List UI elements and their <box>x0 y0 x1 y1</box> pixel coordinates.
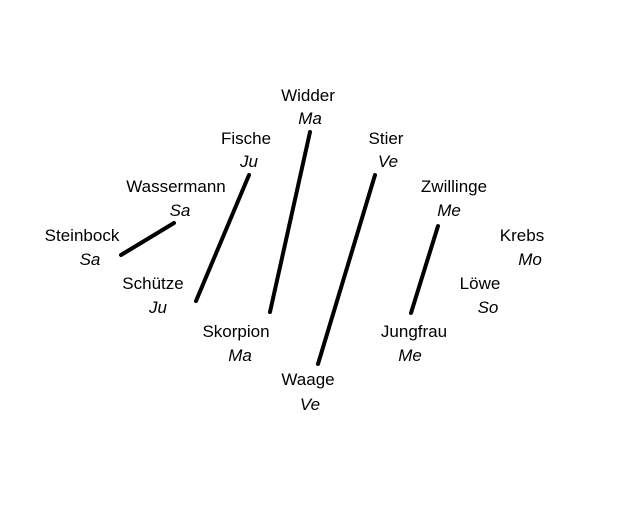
sign-name: Steinbock <box>45 226 120 245</box>
sign-waage: Waage Ve <box>281 370 334 414</box>
sign-name: Zwillinge <box>421 177 487 196</box>
connection-mars <box>268 130 312 314</box>
sign-krebs: Krebs Mo <box>500 226 544 269</box>
connection-lines <box>119 130 440 366</box>
connection-saturn <box>119 221 176 257</box>
sign-fische: Fische Ju <box>221 129 271 171</box>
connection-jupiter <box>194 173 251 303</box>
sign-stier: Stier Ve <box>369 129 404 171</box>
sign-widder: Widder Ma <box>281 86 335 128</box>
sign-ruler: Me <box>398 346 422 365</box>
sign-name: Stier <box>369 129 404 148</box>
sign-zwillinge: Zwillinge Me <box>421 177 487 220</box>
sign-ruler: Ma <box>298 109 322 128</box>
sign-skorpion: Skorpion Ma <box>202 322 269 365</box>
sign-ruler: Ju <box>239 152 259 171</box>
sign-name: Widder <box>281 86 335 105</box>
sign-ruler: Ju <box>148 298 168 317</box>
sign-name: Waage <box>281 370 334 389</box>
sign-ruler: Sa <box>80 250 101 269</box>
connection-venus <box>316 173 377 366</box>
sign-name: Jungfrau <box>381 322 447 341</box>
sign-name: Schütze <box>122 274 183 293</box>
sign-ruler: Me <box>437 201 461 220</box>
sign-ruler: Ve <box>300 395 320 414</box>
sign-name: Löwe <box>460 274 501 293</box>
sign-wassermann: Wassermann Sa <box>126 177 226 220</box>
sign-name: Skorpion <box>202 322 269 341</box>
sign-ruler: Mo <box>518 250 542 269</box>
sign-name: Wassermann <box>126 177 226 196</box>
sign-jungfrau: Jungfrau Me <box>381 322 447 365</box>
connection-mercury <box>409 224 440 315</box>
sign-ruler: Sa <box>170 201 191 220</box>
sign-ruler: Ma <box>228 346 252 365</box>
sign-ruler: So <box>478 298 499 317</box>
sign-name: Fische <box>221 129 271 148</box>
sign-steinbock: Steinbock Sa <box>45 226 120 269</box>
sign-schuetze: Schütze Ju <box>122 274 183 317</box>
sign-ruler: Ve <box>378 152 398 171</box>
sign-loewe: Löwe So <box>460 274 501 317</box>
sign-name: Krebs <box>500 226 544 245</box>
